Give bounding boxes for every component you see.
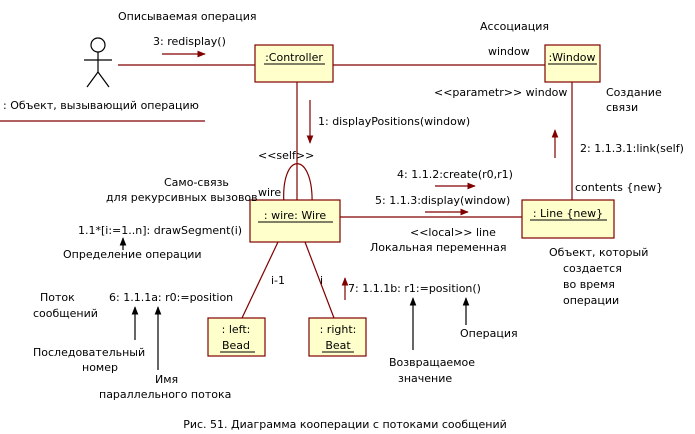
object-right-beat: : right: Beat (308, 317, 367, 357)
msg-draw-segment: 1.1*[i:=1..n]: drawSegment(i) (78, 224, 242, 237)
window-role-label: window (488, 45, 530, 58)
svg-text:: right:: : right: (320, 323, 357, 336)
msg-create: 4: 1.1.2:create(r0,r1) (397, 168, 513, 181)
index-i-minus-1: i-1 (271, 274, 285, 287)
svg-text::Controller: :Controller (265, 51, 323, 64)
actor-figure (84, 37, 112, 88)
new-object-label-1: Объект, который (549, 246, 648, 259)
described-op-label: Описываемая операция (118, 10, 257, 23)
object-line: : Line {new} (521, 199, 615, 239)
svg-text::Window: :Window (548, 51, 595, 64)
self-stereotype: <<self>> (258, 149, 314, 162)
msg-position-r0: 6: 1.1.1a: r0:=position (109, 291, 233, 304)
figure-caption: Рис. 51. Диаграмма кооперации с потоками… (183, 418, 507, 431)
return-label-2: значение (398, 372, 452, 385)
seq-label-1: Последовательный (33, 346, 145, 359)
svg-text:: Line {new}: : Line {new} (533, 207, 603, 220)
msg-redisplay: 3: redisplay() (153, 35, 226, 48)
association-label: Ассоциация (480, 20, 549, 33)
new-object-label-4: операции (563, 294, 619, 307)
index-i: i (320, 274, 323, 287)
param-label: <<parametr>> window (434, 86, 567, 99)
link-wire-right (304, 241, 335, 319)
self-link-label-1: Само-связь (164, 176, 229, 189)
msg-link-self: 2: 1.1.3.1:link(self) (580, 142, 684, 155)
actor-label: : Объект, вызывающий операцию (3, 99, 199, 112)
flow-label-2: сообщений (33, 307, 98, 320)
svg-text:: left:: : left: (222, 323, 251, 336)
operation-label: Операция (460, 327, 518, 340)
msg-display: 5: 1.1.3:display(window) (375, 194, 510, 207)
contents-label: contents {new} (575, 181, 663, 194)
creation-label-1: Создание (606, 86, 662, 99)
op-def-label: Определение операции (63, 248, 202, 261)
new-object-label-3: во время (563, 278, 615, 291)
self-link (283, 163, 313, 206)
local-var-label: Локальная переменная (370, 241, 506, 254)
object-controller: :Controller (254, 44, 334, 83)
creation-label-2: связи (606, 101, 638, 114)
object-window: :Window (544, 44, 601, 83)
self-link-label-2: для рекурсивных вызовов (106, 191, 258, 204)
link-wire-left (241, 241, 279, 319)
object-left-bead: : left: Bead (207, 317, 266, 357)
new-object-label-2: создается (563, 262, 622, 275)
msg-display-positions: 1: displayPositions(window) (318, 115, 470, 128)
svg-text:Beat: Beat (325, 339, 351, 352)
object-wire: : wire: Wire (249, 199, 341, 243)
local-label: <<local>> line (410, 226, 496, 239)
flow-label-1: Поток (40, 291, 75, 304)
return-label-1: Возвращаемое (389, 356, 475, 369)
thread-label-1: Имя (155, 373, 178, 386)
wire-role-label: wire (258, 186, 281, 199)
seq-label-2: номер (82, 361, 118, 374)
svg-text:Bead: Bead (222, 339, 250, 352)
msg-position-r1: 7: 1.1.1b: r1:=position() (348, 282, 481, 295)
svg-text:: wire: Wire: : wire: Wire (264, 209, 326, 222)
thread-label-2: параллельного потока (99, 388, 231, 401)
